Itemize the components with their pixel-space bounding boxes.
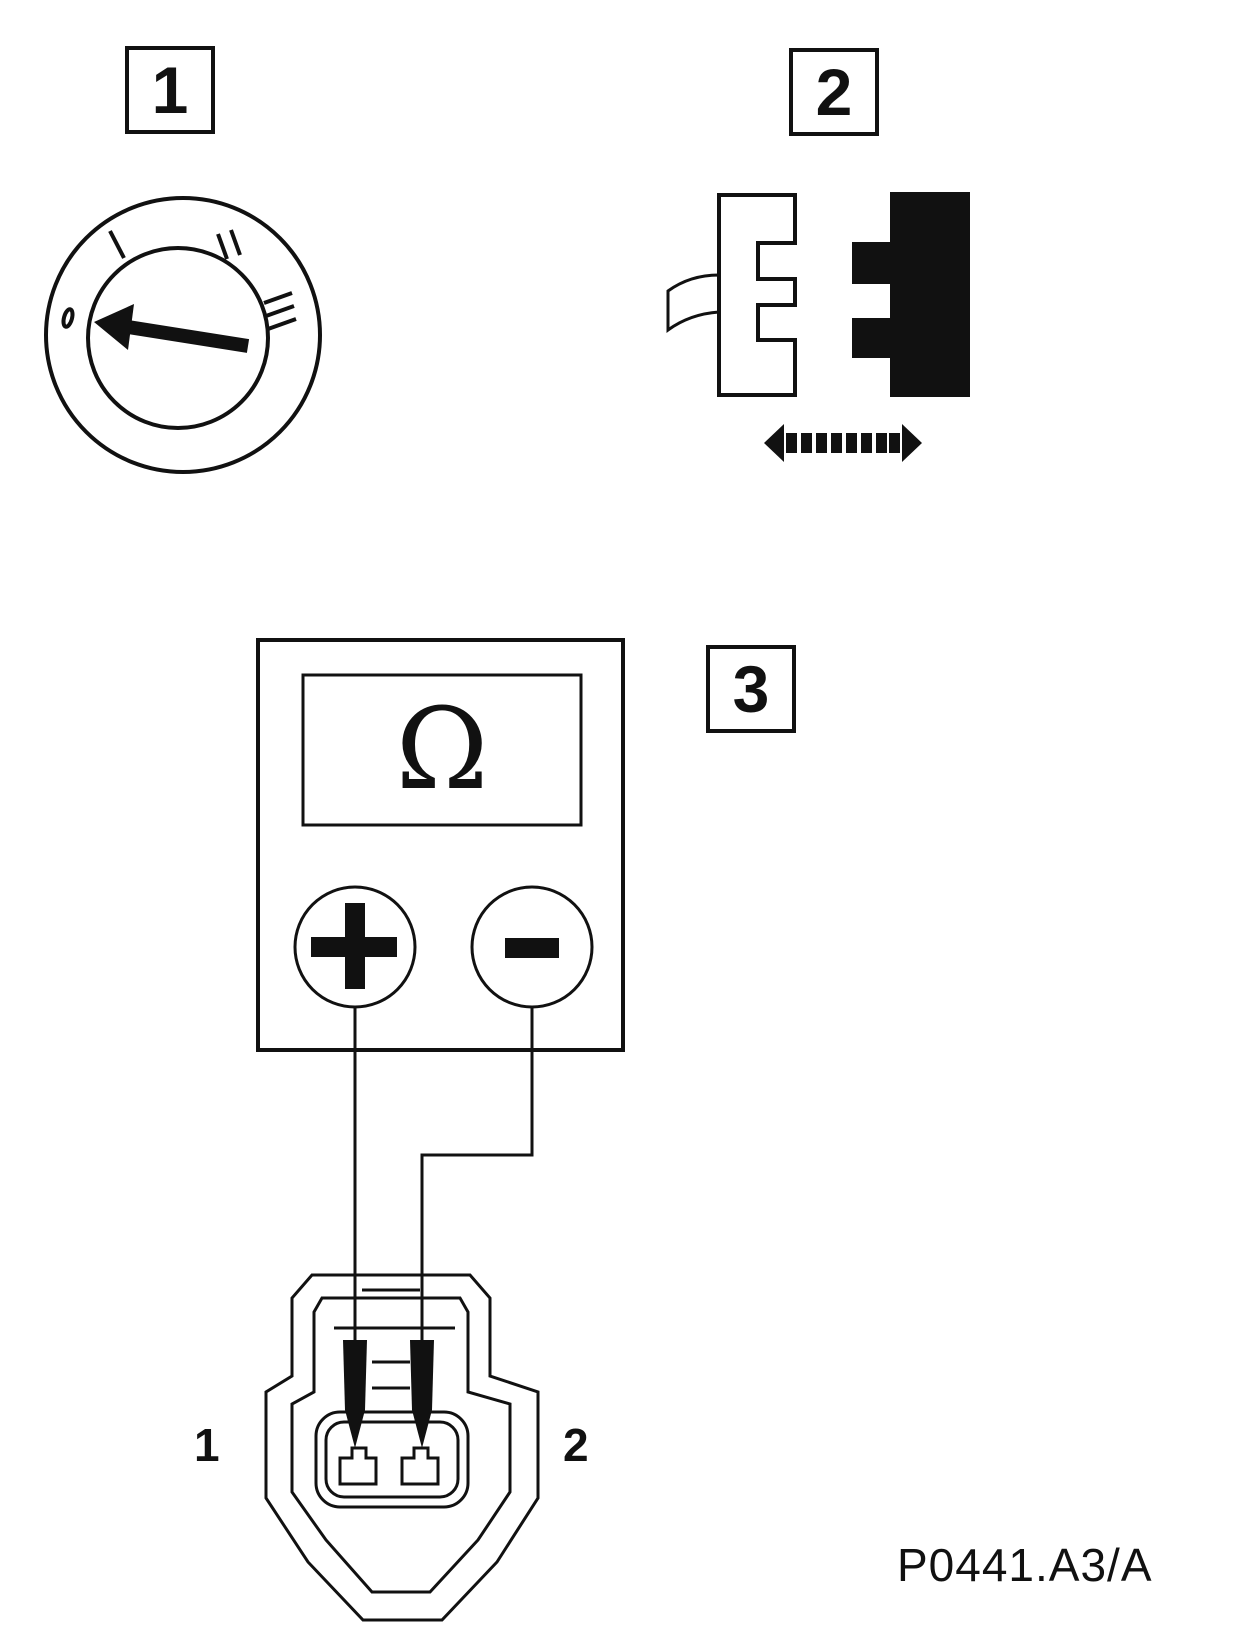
meter-display xyxy=(301,673,583,827)
terminal-housing-outer xyxy=(314,1410,470,1509)
connector-shell-outer xyxy=(264,1273,540,1622)
dial-pointer-arrow-icon xyxy=(94,304,250,353)
probe-tips xyxy=(343,1340,434,1448)
positive-terminal xyxy=(293,885,417,1009)
position-I-mark xyxy=(108,230,126,259)
pin-1-label: 1 xyxy=(194,1419,220,1471)
minus-icon xyxy=(505,938,559,958)
connector-female-half xyxy=(717,193,797,397)
negative-terminal xyxy=(470,885,594,1009)
plus-icon-v xyxy=(345,903,365,989)
wire-harness xyxy=(666,273,721,333)
positive-probe-tip-icon xyxy=(343,1340,367,1448)
position-III-mark-c xyxy=(267,317,297,331)
separate-double-arrow-icon xyxy=(764,424,922,462)
position-0-mark xyxy=(61,307,75,329)
dial-position-marks xyxy=(61,229,297,331)
ohmmeter xyxy=(256,638,625,1052)
connector-disconnect-illustration xyxy=(666,192,970,462)
test-leads xyxy=(353,1007,534,1340)
position-II-mark-b xyxy=(229,229,242,256)
connector-male-half xyxy=(852,192,970,397)
step-2-label: 2 xyxy=(789,48,879,136)
pin-2-label: 2 xyxy=(563,1419,589,1471)
terminal-housing-inner xyxy=(324,1420,460,1499)
rotary-switch-dial xyxy=(44,196,322,474)
position-III-mark-b xyxy=(265,304,295,318)
connector-shell-inner xyxy=(290,1296,512,1594)
step-1-label: 1 xyxy=(125,46,215,134)
component-connector xyxy=(264,1273,540,1622)
pin-1-cavity xyxy=(338,1446,378,1486)
meter-display-symbol: Ω xyxy=(395,685,489,815)
position-III-mark-a xyxy=(263,291,293,305)
negative-probe-tip-icon xyxy=(410,1340,434,1448)
pin-2-cavity xyxy=(400,1446,440,1486)
position-II-mark-a xyxy=(216,233,229,260)
step-3-label: 3 xyxy=(706,645,796,733)
negative-lead xyxy=(420,1007,534,1340)
figure-code: P0441.A3/A xyxy=(897,1539,1153,1591)
